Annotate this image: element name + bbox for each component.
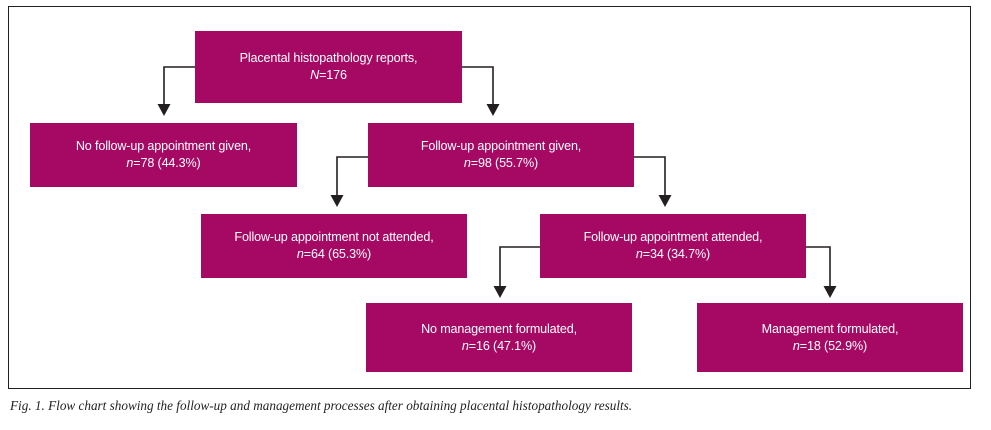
node-count-text: =34 (34.7%) bbox=[642, 247, 711, 261]
node-count-prefix: n bbox=[792, 338, 800, 353]
arrowhead-not-attended bbox=[330, 195, 344, 207]
node-no-management-formulated[interactable]: No management formulated, n=16 (47.1%) bbox=[366, 303, 632, 372]
node-count-prefix: n bbox=[296, 247, 304, 261]
arrowhead-followup-given bbox=[486, 104, 500, 116]
node-no-follow-up-appointment-given[interactable]: No follow-up appointment given, n=78 (44… bbox=[30, 123, 297, 187]
edge-followup-given-to-attended bbox=[634, 156, 666, 196]
node-value: n=64 (65.3%) bbox=[297, 246, 371, 263]
node-count-prefix: n bbox=[635, 247, 643, 261]
node-count-prefix: N bbox=[310, 68, 320, 82]
node-label: Follow-up appointment attended, bbox=[583, 230, 763, 245]
node-value: n=34 (34.7%) bbox=[636, 246, 710, 263]
node-count-text: =16 (47.1%) bbox=[468, 338, 537, 353]
edge-attended-to-no-management bbox=[499, 246, 540, 287]
node-label: No follow-up appointment given, bbox=[75, 139, 252, 154]
edge-root-to-followup-given bbox=[462, 66, 494, 105]
node-follow-up-appointment-attended[interactable]: Follow-up appointment attended, n=34 (34… bbox=[540, 214, 806, 278]
node-value: n=16 (47.1%) bbox=[462, 338, 536, 355]
edge-root-to-no-followup-given bbox=[163, 66, 195, 105]
flowchart-canvas: Placental histopathology reports, N=176 … bbox=[30, 31, 963, 372]
node-count-prefix: n bbox=[461, 338, 469, 353]
node-follow-up-appointment-not-attended[interactable]: Follow-up appointment not attended, n=64… bbox=[201, 214, 467, 278]
node-label: Follow-up appointment not attended, bbox=[234, 230, 434, 245]
node-label: No management formulated, bbox=[421, 321, 577, 336]
edge-attended-to-management bbox=[806, 246, 831, 287]
node-count-text: =64 (65.3%) bbox=[303, 247, 372, 261]
node-placental-histopathology-reports[interactable]: Placental histopathology reports, N=176 bbox=[195, 31, 462, 103]
arrowhead-management bbox=[823, 286, 837, 298]
node-count-text: =98 (55.7%) bbox=[470, 156, 539, 170]
node-management-formulated[interactable]: Management formulated, n=18 (52.9%) bbox=[697, 303, 963, 372]
arrowhead-no-followup-given bbox=[157, 104, 171, 116]
node-value: N=176 bbox=[310, 67, 347, 84]
node-count-prefix: n bbox=[126, 156, 134, 170]
node-label: Follow-up appointment given, bbox=[420, 139, 582, 154]
node-count-text: =18 (52.9%) bbox=[799, 338, 868, 353]
figure-caption: Fig. 1. Flow chart showing the follow-up… bbox=[10, 398, 633, 413]
node-label: Management formulated, bbox=[761, 321, 899, 336]
node-count-prefix: n bbox=[463, 156, 471, 170]
node-count-text: =78 (44.3%) bbox=[133, 156, 201, 170]
node-label: Placental histopathology reports, bbox=[239, 51, 418, 66]
node-value: n=98 (55.7%) bbox=[464, 155, 538, 172]
node-value: n=18 (52.9%) bbox=[793, 338, 867, 355]
node-value: n=78 (44.3%) bbox=[126, 155, 200, 172]
edge-followup-given-to-not-attended bbox=[336, 156, 368, 196]
node-count-text: =176 bbox=[319, 68, 347, 82]
arrowhead-no-management bbox=[493, 286, 507, 298]
node-follow-up-appointment-given[interactable]: Follow-up appointment given, n=98 (55.7%… bbox=[368, 123, 634, 187]
arrowhead-attended bbox=[658, 195, 672, 207]
